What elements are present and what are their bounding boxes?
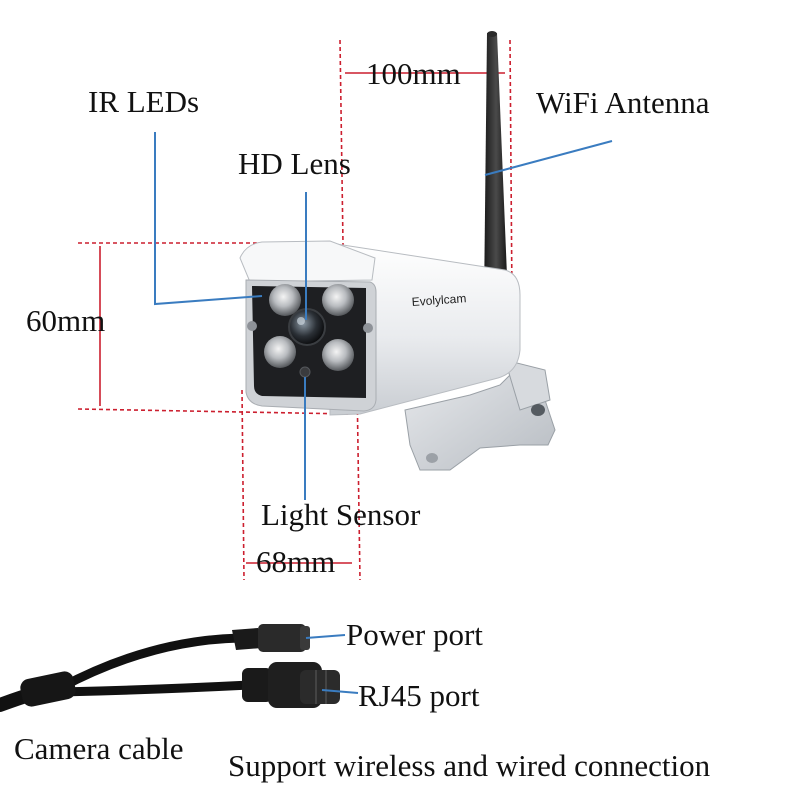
leader-rj45-port <box>321 689 359 694</box>
cable-splitter <box>20 671 76 707</box>
label-wifi-antenna: WiFi Antenna <box>536 85 710 120</box>
labels: 100mm IR LEDs WiFi Antenna HD Lens 60mm … <box>14 56 711 783</box>
leader-wifi-antenna <box>484 140 613 176</box>
camera-housing: Evolylcam <box>239 240 521 416</box>
leader-lines <box>154 132 613 694</box>
dim-guide-bottom-60 <box>77 408 351 415</box>
camera-brand: Evolylcam <box>411 291 467 309</box>
camera-bracket <box>404 359 556 471</box>
label-dim-60mm: 60mm <box>26 303 105 338</box>
ir-led-top-left <box>269 284 301 316</box>
label-dim-68mm: 68mm <box>256 544 335 579</box>
label-light-sensor: Light Sensor <box>261 497 421 532</box>
dim-guide-right-68 <box>354 249 361 581</box>
camera-cables <box>0 633 255 712</box>
ir-led-top-right <box>322 284 354 316</box>
label-hd-lens: HD Lens <box>238 146 351 181</box>
label-dim-100mm: 100mm <box>366 56 461 91</box>
label-ir-leds: IR LEDs <box>88 84 199 119</box>
dim-guide-left-68 <box>241 389 245 581</box>
power-port-connector <box>232 624 310 652</box>
dim-guide-right-100 <box>509 39 513 301</box>
leader-ir-leds <box>154 132 263 306</box>
light-sensor <box>299 366 311 378</box>
label-power-port: Power port <box>346 617 483 652</box>
rj45-connector <box>242 662 340 708</box>
label-rj45-port: RJ45 port <box>358 678 480 713</box>
leader-power-port <box>305 634 346 639</box>
label-support-connection: Support wireless and wired connection <box>228 748 711 783</box>
label-camera-cable: Camera cable <box>14 731 184 766</box>
ir-led-bottom-right <box>322 339 354 371</box>
ir-led-bottom-left <box>264 336 296 368</box>
